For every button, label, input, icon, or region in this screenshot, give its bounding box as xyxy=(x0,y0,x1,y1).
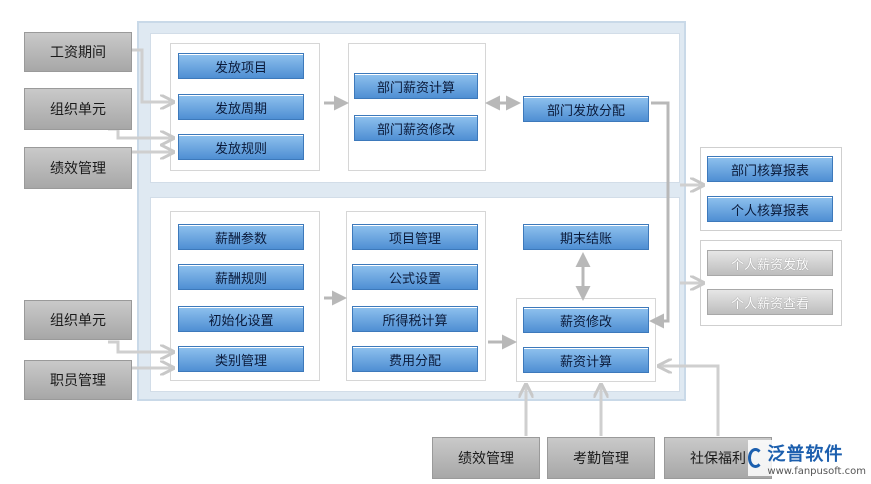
dept-salary-calc-button[interactable]: 部门薪资计算 xyxy=(354,73,478,99)
expense-allocation-button[interactable]: 费用分配 xyxy=(352,346,478,372)
dept-report-button[interactable]: 部门核算报表 xyxy=(707,156,833,182)
vendor-logo: 泛普软件 www.fanpusoft.com xyxy=(748,440,866,477)
init-settings-button[interactable]: 初始化设置 xyxy=(178,306,304,332)
issue-cycle-button[interactable]: 发放周期 xyxy=(178,94,304,120)
source-employee-mgmt[interactable]: 职员管理 xyxy=(24,360,132,400)
personal-salary-view-button[interactable]: 个人薪资查看 xyxy=(707,289,833,315)
logo-name: 泛普软件 xyxy=(767,443,844,465)
formula-settings-button[interactable]: 公式设置 xyxy=(352,264,478,290)
pay-rules-button[interactable]: 薪酬规则 xyxy=(178,264,304,290)
salary-calc-button[interactable]: 薪资计算 xyxy=(523,347,649,373)
source-performance-top[interactable]: 绩效管理 xyxy=(24,147,132,189)
personal-salary-issue-button[interactable]: 个人薪资发放 xyxy=(707,250,833,276)
source-salary-period[interactable]: 工资期间 xyxy=(24,32,132,72)
pay-params-button[interactable]: 薪酬参数 xyxy=(178,224,304,250)
income-tax-calc-button[interactable]: 所得税计算 xyxy=(352,306,478,332)
source-org-unit-bottom[interactable]: 组织单元 xyxy=(24,300,132,340)
period-close-button[interactable]: 期末结账 xyxy=(523,224,649,250)
dept-allocate-button[interactable]: 部门发放分配 xyxy=(523,96,649,122)
logo-mark-icon xyxy=(748,448,764,468)
issue-items-button[interactable]: 发放项目 xyxy=(178,53,304,79)
salary-modify-button[interactable]: 薪资修改 xyxy=(523,307,649,333)
source-org-unit-top[interactable]: 组织单元 xyxy=(24,88,132,130)
source-attendance[interactable]: 考勤管理 xyxy=(547,437,655,479)
logo-url: www.fanpusoft.com xyxy=(767,465,866,477)
item-mgmt-button[interactable]: 项目管理 xyxy=(352,224,478,250)
issue-rules-button[interactable]: 发放规则 xyxy=(178,134,304,160)
source-performance-bottom[interactable]: 绩效管理 xyxy=(432,437,540,479)
personal-report-button[interactable]: 个人核算报表 xyxy=(707,196,833,222)
dept-salary-modify-button[interactable]: 部门薪资修改 xyxy=(354,115,478,141)
category-mgmt-button[interactable]: 类别管理 xyxy=(178,346,304,372)
